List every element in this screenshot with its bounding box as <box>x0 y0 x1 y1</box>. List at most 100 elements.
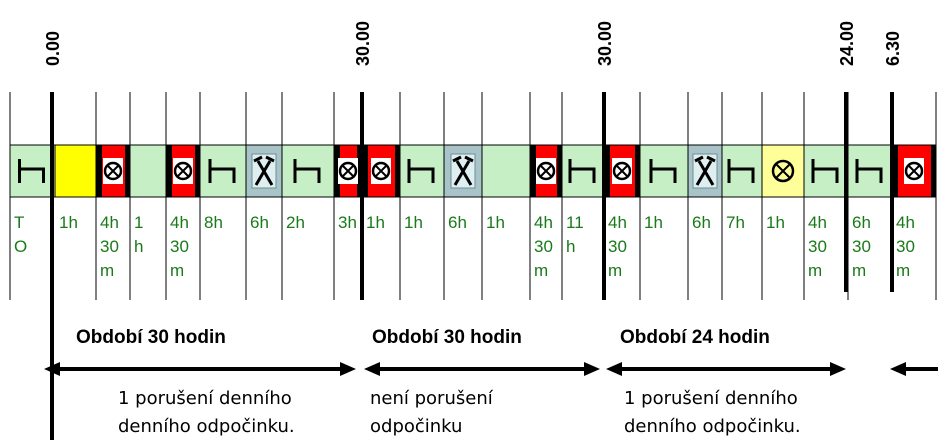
duration-label: 30 <box>170 237 189 256</box>
arrow-head-right <box>584 362 600 376</box>
segment-blank: 1h <box>54 144 97 232</box>
hammer-heads <box>253 155 275 163</box>
hammers-icon <box>254 160 274 186</box>
bar-edge <box>395 145 400 197</box>
duration-label: 30 <box>608 237 627 256</box>
segment-blank: 1h <box>129 144 167 256</box>
steering-wheel-cross <box>615 164 629 178</box>
bar-edge <box>635 145 640 197</box>
bed-icon <box>811 159 839 183</box>
bed-icon <box>18 159 45 183</box>
bar-edge <box>96 145 102 197</box>
bar-edge <box>604 145 610 197</box>
duration-label: 4h <box>808 213 827 232</box>
duration-label: 4h <box>100 213 119 232</box>
segment-rest: 2h <box>281 144 335 232</box>
period-label: Období 30 hodin <box>76 327 226 348</box>
bed-icon <box>727 159 755 183</box>
duration-label: m <box>808 261 822 280</box>
bar-edge <box>892 145 898 197</box>
arrow-head-right <box>830 362 846 376</box>
bed-icon <box>407 159 435 183</box>
time-label: 0.00 <box>43 31 63 66</box>
duration-label: 1h <box>366 213 385 232</box>
steering-wheel-cross <box>341 164 355 178</box>
availability-icon <box>771 159 795 183</box>
segment-drive: 1h <box>361 144 401 232</box>
segment-fill <box>199 144 247 198</box>
duration-label: T <box>14 213 24 232</box>
segment-fill <box>54 144 97 198</box>
duration-label: 1 <box>134 213 143 232</box>
duration-label: 1h <box>644 213 663 232</box>
segment-rest: 8h <box>199 144 247 232</box>
duration-label: 4h <box>170 213 189 232</box>
duration-label: 1h <box>404 213 423 232</box>
duration-label: 11 <box>566 213 584 232</box>
bed-icon <box>649 159 677 183</box>
duration-label: 30 <box>534 237 553 256</box>
hammer-heads <box>452 155 474 163</box>
duration-label: O <box>14 237 27 256</box>
bed-icon <box>293 159 321 183</box>
hammer-heads <box>694 155 716 163</box>
segment-fill <box>481 144 531 198</box>
segment-drive: 4h 30 m <box>891 144 937 280</box>
segment-fill <box>803 144 849 198</box>
steering-wheel-icon <box>536 161 556 181</box>
arrow-head-left <box>890 362 906 376</box>
time-label: 30.00 <box>595 21 615 66</box>
hammers-icon <box>453 160 473 186</box>
segment-drive: 4h 30 m <box>95 144 131 280</box>
arrow-head-left <box>44 362 60 376</box>
duration-label: m <box>100 261 114 280</box>
bar-edge <box>530 145 536 197</box>
period-label: Období 24 hodin <box>620 327 770 348</box>
duration-label: 4h <box>534 213 553 232</box>
time-label: 6.30 <box>883 31 903 66</box>
period-note: 1 porušení denního <box>118 388 292 409</box>
period-label: Období 30 hodin <box>372 327 522 348</box>
duration-label: 30 <box>896 237 915 256</box>
duration-label: 6h <box>448 213 467 232</box>
segment-rest: 1h <box>399 144 445 232</box>
segment-blank: 1h <box>481 144 531 232</box>
segment-fill <box>761 144 805 198</box>
bar-edge <box>931 145 936 197</box>
duration-label: h <box>566 237 575 256</box>
duration-label: m <box>852 261 866 280</box>
period-note: denního odpočinku. <box>118 416 295 437</box>
duration-label: 2h <box>286 213 305 232</box>
bed-icon <box>568 159 596 183</box>
steering-wheel-icon <box>103 161 123 181</box>
duration-label: 8h <box>204 213 223 232</box>
duration-label: 6h <box>852 213 871 232</box>
segment-fill <box>281 144 335 198</box>
duration-label: m <box>170 261 184 280</box>
bed-icon <box>855 159 883 183</box>
segment-fill <box>639 144 689 198</box>
duration-label: h <box>134 237 143 256</box>
duration-label: m <box>896 261 910 280</box>
duration-label: 4h <box>896 213 915 232</box>
arrow-head-left <box>364 362 380 376</box>
time-label: 30.00 <box>353 21 373 66</box>
segment-rest: 11 h <box>561 144 605 256</box>
segment-fill <box>399 144 445 198</box>
duration-label: 30 <box>100 237 119 256</box>
steering-wheel-icon <box>173 161 193 181</box>
arrow-head-left <box>606 362 622 376</box>
segment-work: 6h <box>245 144 283 232</box>
segment-fill <box>561 144 605 198</box>
arrow-head-right <box>340 362 356 376</box>
duration-label: 1h <box>766 213 785 232</box>
steering-wheel-icon <box>904 161 924 181</box>
period-note: není porušení <box>370 388 494 409</box>
bar-edge <box>557 145 562 197</box>
segment-drive: 4h 30 m <box>165 144 201 280</box>
steering-wheel-icon <box>371 161 391 181</box>
